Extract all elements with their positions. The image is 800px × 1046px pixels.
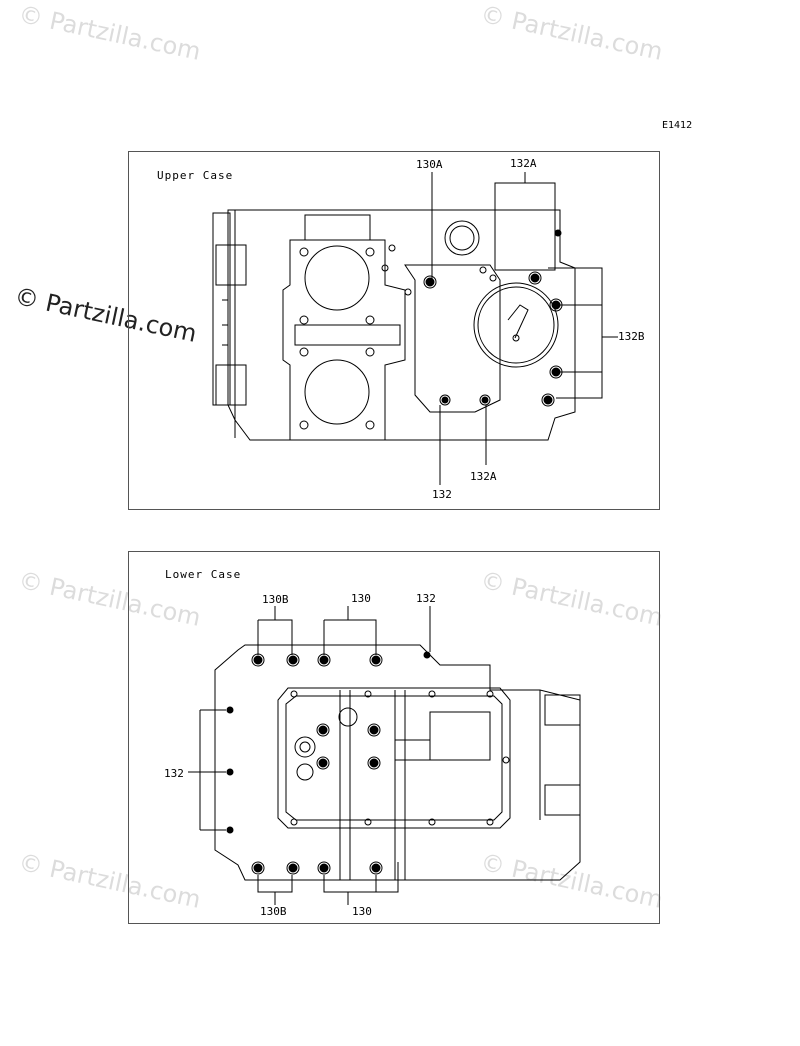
upper-case-panel	[128, 151, 660, 510]
diagram-code: E1412	[662, 120, 693, 131]
callout-132A-bottom: 132A	[470, 470, 497, 483]
upper-case-title: Upper Case	[157, 169, 234, 182]
callout-130-top: 130	[351, 592, 371, 605]
lower-case-drawing	[188, 606, 581, 905]
callout-130B-top: 130B	[262, 593, 289, 606]
callout-130-bottom: 130	[352, 905, 372, 918]
callout-132-top: 132	[416, 592, 436, 605]
callout-132A-top: 132A	[510, 157, 537, 170]
callout-132-left: 132	[164, 767, 184, 780]
callout-132: 132	[432, 488, 452, 501]
callout-130B-bottom: 130B	[260, 905, 287, 918]
upper-case-drawing	[212, 172, 618, 485]
callout-130A: 130A	[416, 158, 443, 171]
lower-case-title: Lower Case	[165, 568, 242, 581]
lower-case-panel	[128, 551, 660, 924]
callout-132B: 132B	[618, 330, 645, 343]
